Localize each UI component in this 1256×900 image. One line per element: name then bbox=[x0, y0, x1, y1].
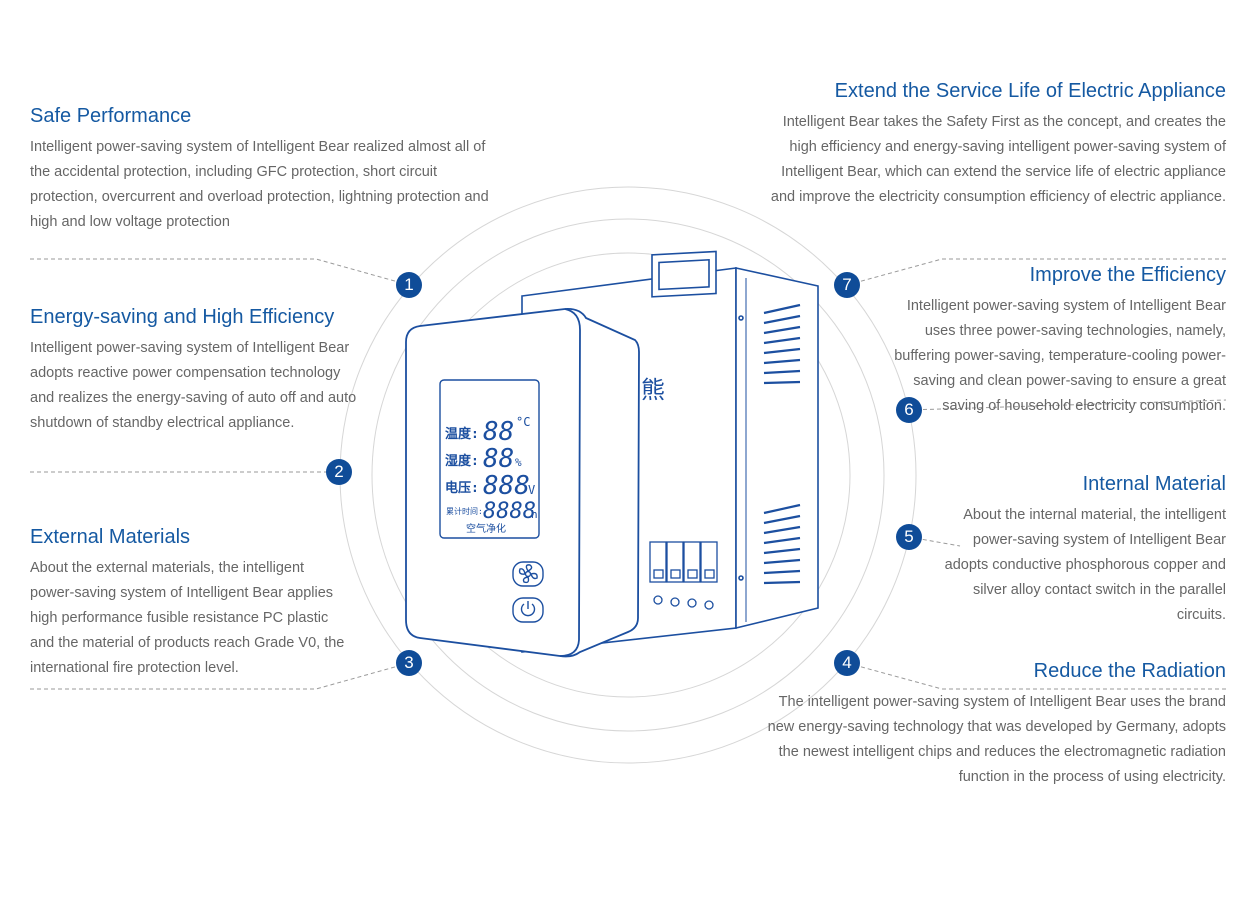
temperature-label: 温度: bbox=[445, 426, 479, 442]
feature-safe-performance: Safe Performance Intelligent power-savin… bbox=[30, 104, 490, 235]
feature-description: Intelligent Bear takes the Safety First … bbox=[770, 114, 1226, 205]
feature-badge-3: 3 bbox=[396, 650, 422, 676]
feature-internal-material: Internal Material About the internal mat… bbox=[940, 472, 1226, 628]
feature-description: Intelligent power-saving system of Intel… bbox=[30, 139, 489, 230]
cumulative-time-label: 累计时间: bbox=[446, 506, 483, 516]
feature-badge-1: 1 bbox=[396, 272, 422, 298]
connector-lines bbox=[30, 258, 1227, 690]
feature-badge-6: 6 bbox=[896, 397, 922, 423]
feature-improve-efficiency: Improve the Efficiency Intelligent power… bbox=[880, 263, 1226, 419]
feature-external-materials: External Materials About the external ma… bbox=[30, 525, 352, 681]
feature-title: Safe Performance bbox=[30, 105, 192, 127]
feature-title: Reduce the Radiation bbox=[1033, 660, 1226, 682]
temperature-unit: °C bbox=[516, 415, 530, 429]
voltage-label: 电压: bbox=[445, 480, 479, 496]
fan-icon[interactable] bbox=[512, 561, 544, 587]
feature-energy-saving: Energy-saving and High Efficiency Intell… bbox=[30, 305, 368, 436]
humidity-unit: % bbox=[515, 456, 522, 469]
feature-description: About the external materials, the intell… bbox=[30, 560, 345, 676]
feature-badge-4: 4 bbox=[834, 650, 860, 676]
voltage-unit: V bbox=[528, 483, 535, 497]
feature-title: Extend the Service Life of Electric Appl… bbox=[834, 80, 1226, 102]
cumulative-time-value: 8888 bbox=[483, 499, 536, 524]
feature-badge-5: 5 bbox=[896, 524, 922, 550]
cabinet-logo: 熊 bbox=[641, 376, 665, 404]
feature-title: External Materials bbox=[30, 526, 191, 548]
temperature-value: 88 bbox=[483, 417, 514, 447]
power-icon[interactable] bbox=[512, 597, 544, 623]
feature-description: Intelligent power-saving system of Intel… bbox=[894, 298, 1226, 414]
feature-title: Internal Material bbox=[1082, 473, 1226, 495]
cabinet-vents bbox=[763, 303, 801, 585]
cumulative-time-unit: h bbox=[531, 508, 538, 521]
feature-description: The intelligent power-saving system of I… bbox=[767, 694, 1226, 785]
feature-extend-service-life: Extend the Service Life of Electric Appl… bbox=[756, 79, 1226, 210]
feature-badge-2: 2 bbox=[326, 459, 352, 485]
feature-description: About the internal material, the intelli… bbox=[944, 507, 1226, 623]
feature-reduce-radiation: Reduce the Radiation The intelligent pow… bbox=[766, 659, 1226, 790]
feature-badge-7: 7 bbox=[834, 272, 860, 298]
humidity-value: 88 bbox=[483, 444, 514, 474]
feature-description: Intelligent power-saving system of Intel… bbox=[30, 340, 357, 431]
lcd-display: 温度: 88 °C 湿度: 88 % 电压: 888 V 累计时间: 8888 … bbox=[445, 415, 538, 535]
circuit-breakers bbox=[649, 541, 718, 610]
front-device bbox=[405, 308, 640, 658]
humidity-label: 湿度: bbox=[445, 453, 479, 469]
feature-title: Improve the Efficiency bbox=[1029, 264, 1226, 286]
feature-title: Energy-saving and High Efficiency bbox=[30, 306, 335, 328]
voltage-value: 888 bbox=[483, 471, 530, 501]
air-purify-label: 空气净化 bbox=[466, 522, 506, 535]
